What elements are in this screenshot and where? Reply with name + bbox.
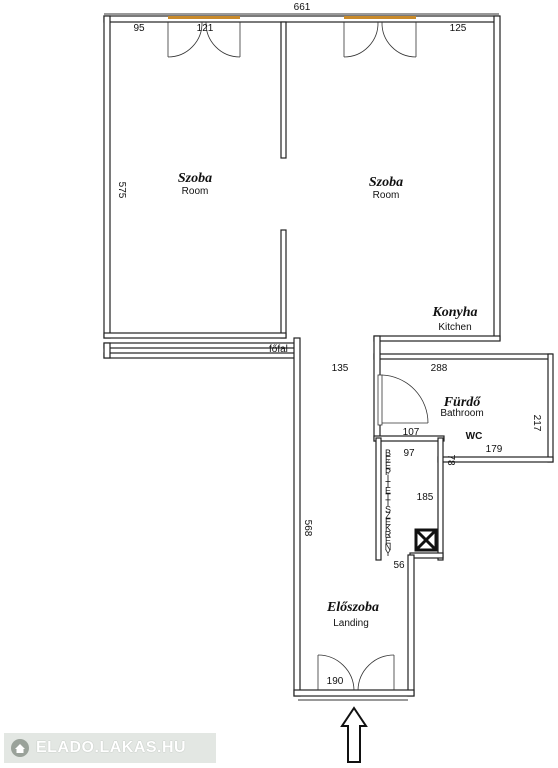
closet-letter: K <box>385 523 391 533</box>
main-wall-end <box>103 342 111 359</box>
watermark-text: ELADO.LAKAS.HU <box>36 739 187 756</box>
dim-bath-height: 217 <box>531 415 542 432</box>
wall-bath-right <box>547 353 554 463</box>
wall-top <box>103 15 500 23</box>
dim-closet-height: 185 <box>417 492 434 503</box>
window-room1 <box>168 16 240 19</box>
wall-closet-left <box>375 437 382 561</box>
kitchen-name-en: Kitchen <box>438 322 471 333</box>
closet-letter: B <box>385 448 391 458</box>
closet-letter: T <box>385 479 391 489</box>
wall-right <box>493 15 501 341</box>
closet-letter: É <box>385 461 391 471</box>
door-bathroom <box>377 374 429 426</box>
dim-wc-height: 78 <box>445 454 456 466</box>
wall-hall-right <box>407 554 415 697</box>
room1-name-en: Room <box>182 186 209 197</box>
landing-name: Előszoba <box>326 600 379 615</box>
closet-letter: R <box>385 529 392 539</box>
bathroom-name-en: Bathroom <box>440 408 483 419</box>
door-entrance <box>317 654 395 691</box>
dim-closet-top: 97 <box>403 448 415 459</box>
wall-kitchen-bottom <box>373 335 501 342</box>
door-room2 <box>343 21 417 58</box>
wall-shaft-bottom <box>409 552 444 559</box>
dim-entrance: 190 <box>327 676 344 687</box>
room1-name: Szoba <box>178 171 212 186</box>
dim-hall-height: 568 <box>302 520 313 537</box>
closet-letter: Z <box>385 511 391 521</box>
wall-bath-closet <box>373 435 445 442</box>
closet-letter: P <box>385 467 391 477</box>
closet-letter: Í <box>387 473 390 483</box>
closet-letter: E <box>385 486 391 496</box>
bathroom-name: Fürdő <box>443 395 482 410</box>
dim-wc-width: 179 <box>486 444 503 455</box>
dim-top-door: 121 <box>197 23 214 34</box>
partition-upper <box>280 21 287 159</box>
main-wall-label: főfal <box>269 344 288 355</box>
closet-letter: N <box>385 542 392 552</box>
dim-closet-bottom: 56 <box>393 560 405 571</box>
wall-room1-bottom <box>103 332 287 339</box>
dim-top-right: 125 <box>450 23 467 34</box>
room2-name: Szoba <box>369 175 403 190</box>
shaft-icon <box>414 528 438 552</box>
dim-corridor: 135 <box>332 363 349 374</box>
entrance-arrow-icon <box>340 706 368 763</box>
wall-wc-right <box>437 437 444 561</box>
dim-top-total: 661 <box>294 2 311 13</box>
dim-left-height: 575 <box>116 182 127 199</box>
wall-bath-top <box>373 353 553 360</box>
walls <box>103 15 554 697</box>
wall-hall-bottom <box>293 689 415 697</box>
landing-name-en: Landing <box>333 618 369 629</box>
wall-hall-left <box>293 337 301 697</box>
wc-label: WC <box>466 431 483 442</box>
closet-letter: Y <box>385 548 391 558</box>
partition-lower <box>280 229 287 339</box>
dim-bath-width: 288 <box>431 363 448 374</box>
room2-name-en: Room <box>373 190 400 201</box>
closet-letter: T <box>385 498 391 508</box>
wall-left <box>103 15 111 339</box>
closet-letter: É <box>385 536 391 546</box>
dim-bath-door: 107 <box>403 427 420 438</box>
watermark: ELADO.LAKAS.HU <box>4 733 216 763</box>
kitchen-name: Konyha <box>431 305 477 320</box>
closet-letter: E <box>385 517 391 527</box>
house-icon <box>11 739 29 757</box>
window-room2 <box>344 16 416 19</box>
door-room1 <box>167 21 241 58</box>
dim-top-left: 95 <box>133 23 145 34</box>
closet-letter: T <box>385 492 391 502</box>
closet-letter: E <box>385 454 391 464</box>
closet-letter: S <box>385 504 391 514</box>
